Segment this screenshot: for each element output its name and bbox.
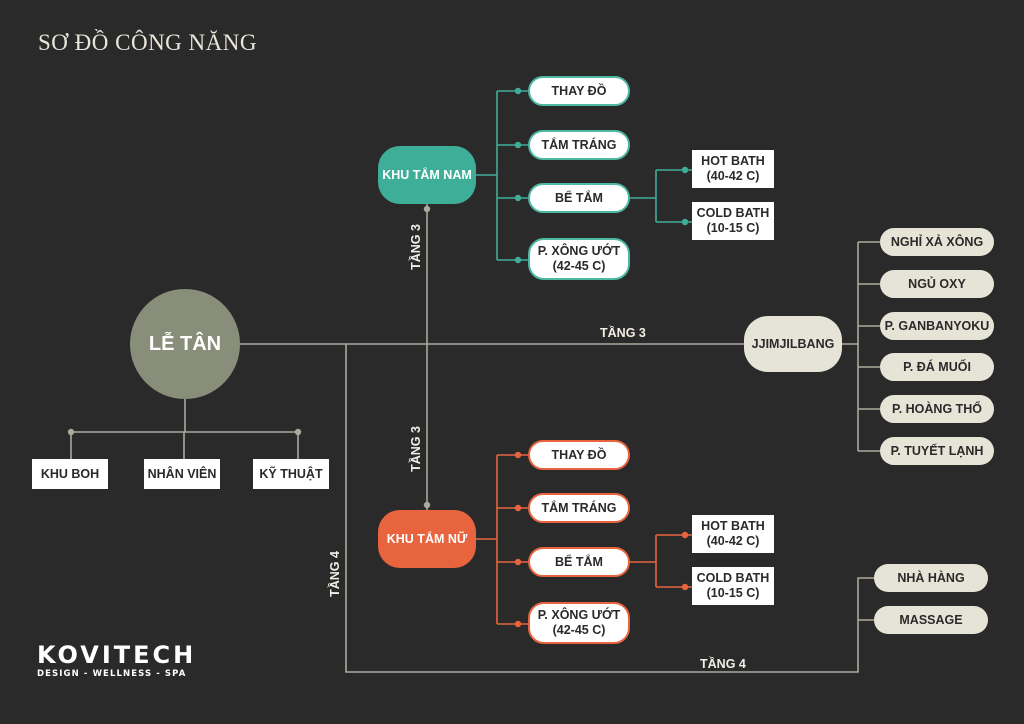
male-branch-dot (514, 87, 522, 95)
floor-label-jjimjilbang: TẦNG 3 (600, 326, 646, 340)
male-branch-connector (476, 90, 528, 261)
page-title: SƠ ĐỒ CÔNG NĂNG (38, 30, 257, 55)
floor4-item-massage[interactable]: MASSAGE (874, 606, 988, 634)
floor-label-male: TẦNG 3 (408, 224, 423, 270)
female-hub-dot (423, 501, 431, 509)
male-hub-dot (423, 205, 431, 213)
reception-child-khu-boh[interactable]: KHU BOH (32, 459, 108, 489)
floor-label-female: TẦNG 3 (408, 426, 423, 472)
reception-child-nhan-vien[interactable]: NHÂN VIÊN (144, 459, 220, 489)
floor4-item-nha-hang[interactable]: NHÀ HÀNG (874, 564, 988, 592)
jjimjilbang-hub[interactable]: JJIMJILBANG (744, 316, 842, 372)
male-branch-dot (514, 141, 522, 149)
male-item-tam-trang[interactable]: TẮM TRÁNG (528, 130, 630, 160)
logo-tagline: DESIGN - WELLNESS - SPA (37, 669, 187, 679)
floor4-connector (345, 344, 874, 673)
reception-connector (70, 399, 299, 459)
female-hot-bath[interactable]: HOT BATH (40-42 C) (692, 515, 774, 553)
male-zone-hub[interactable]: KHU TẮM NAM (378, 146, 476, 204)
male-cold-bath[interactable]: COLD BATH (10-15 C) (692, 202, 774, 240)
female-item-xong-uot[interactable]: P. XÔNG ƯỚT (42-45 C) (528, 602, 630, 644)
male-item-xong-uot[interactable]: P. XÔNG ƯỚT (42-45 C) (528, 238, 630, 280)
female-branch-connector (476, 454, 528, 625)
female-item-be-tam[interactable]: BỂ TẮM (528, 547, 630, 577)
male-pool-dot (681, 166, 689, 174)
reception-dot (67, 428, 75, 436)
reception-node[interactable]: LỄ TÂN (130, 289, 240, 399)
jjim-item-ganbanyoku[interactable]: P. GANBANYOKU (880, 312, 994, 340)
female-item-thay-do[interactable]: THAY ĐỒ (528, 440, 630, 470)
kovitech-logo: KOVITECH DESIGN - WELLNESS - SPA (37, 642, 196, 680)
female-pool-dot (681, 583, 689, 591)
female-branch-dot (514, 451, 522, 459)
female-branch-dot (514, 558, 522, 566)
reception-child-ky-thuat[interactable]: KỸ THUẬT (253, 459, 329, 489)
male-pool-dot (681, 218, 689, 226)
female-zone-hub[interactable]: KHU TẮM NỮ (378, 510, 476, 568)
logo-name: KOVITECH (37, 641, 197, 669)
jjim-item-nghi-xa-xong[interactable]: NGHỈ XẢ XÔNG (880, 228, 994, 256)
jjim-item-ngu-oxy[interactable]: NGỦ OXY (880, 270, 994, 298)
jjim-item-da-muoi[interactable]: P. ĐÁ MUỐI (880, 353, 994, 381)
female-pool-connector (630, 534, 692, 588)
female-branch-dot (514, 620, 522, 628)
female-pool-dot (681, 531, 689, 539)
floor4-vertical-label: TẦNG 4 (327, 551, 342, 597)
female-cold-bath[interactable]: COLD BATH (10-15 C) (692, 567, 774, 605)
floor4-horizontal-label: TẦNG 4 (700, 657, 746, 671)
jjim-branch-connector (842, 241, 880, 452)
male-branch-dot (514, 194, 522, 202)
female-item-tam-trang[interactable]: TẮM TRÁNG (528, 493, 630, 523)
male-pool-connector (630, 169, 692, 223)
male-hot-bath[interactable]: HOT BATH (40-42 C) (692, 150, 774, 188)
jjim-item-tuyet-lanh[interactable]: P. TUYẾT LẠNH (880, 437, 994, 465)
reception-dot (294, 428, 302, 436)
female-branch-dot (514, 504, 522, 512)
jjim-item-hoang-tho[interactable]: P. HOÀNG THỔ (880, 395, 994, 423)
male-branch-dot (514, 256, 522, 264)
male-item-thay-do[interactable]: THAY ĐỒ (528, 76, 630, 106)
male-item-be-tam[interactable]: BỂ TẮM (528, 183, 630, 213)
